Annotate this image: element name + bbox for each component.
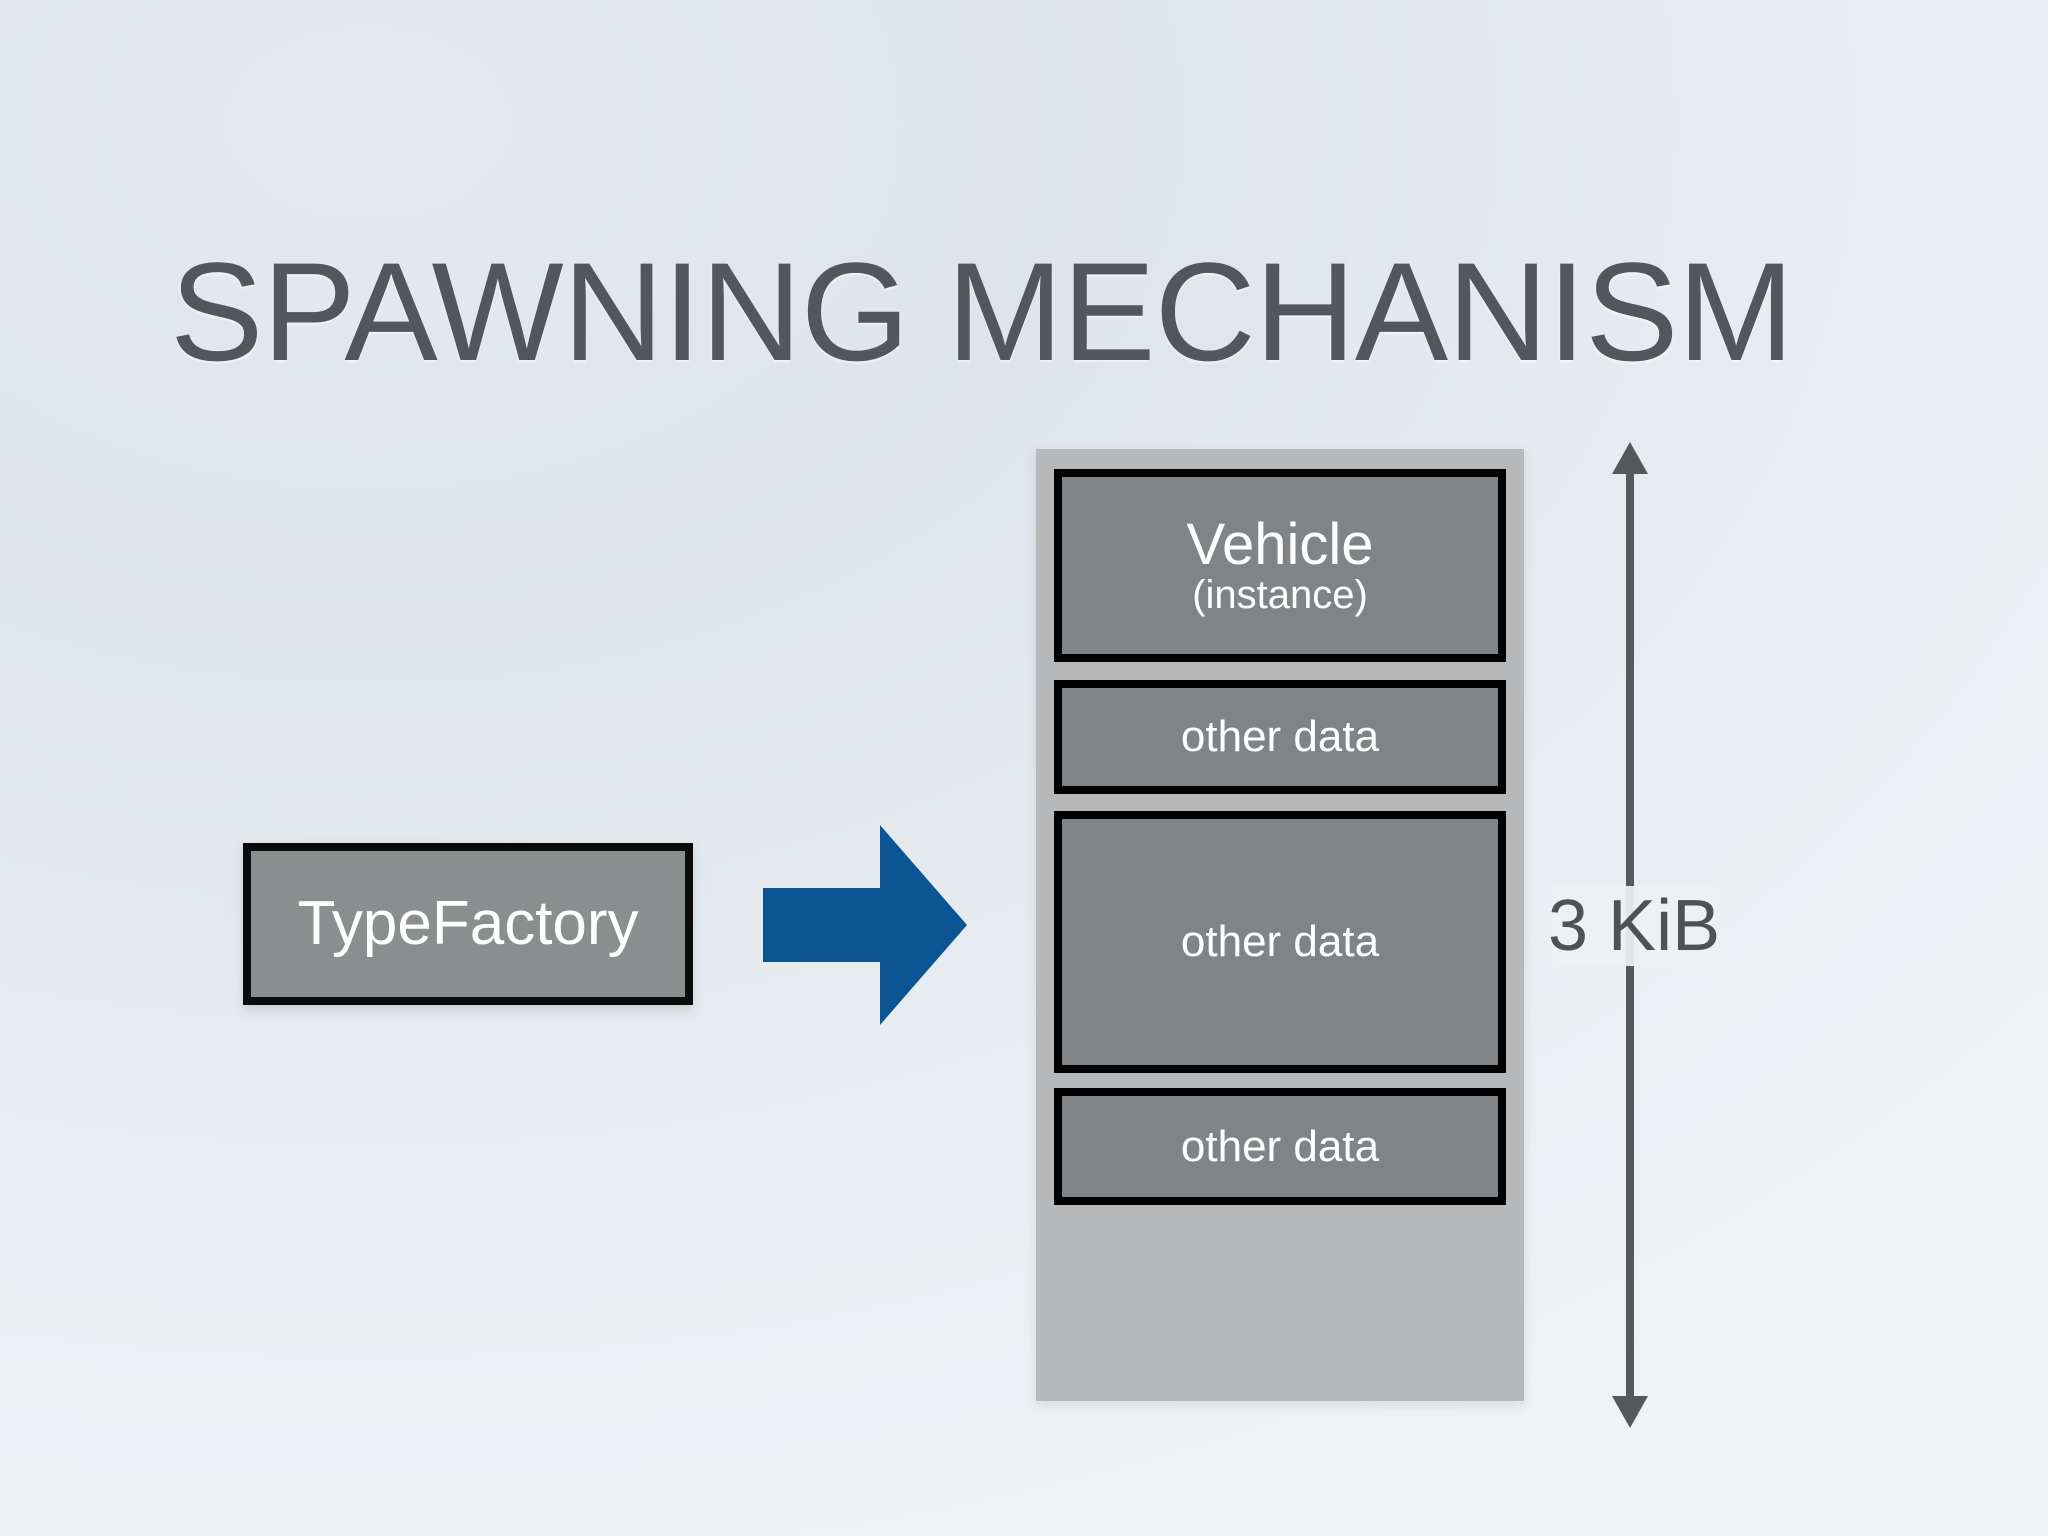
- size-annotation-label: 3 KiB: [1542, 886, 1727, 966]
- memory-block-other-data-3: other data: [1054, 1088, 1506, 1205]
- memory-block-other-data-2: other data: [1054, 811, 1506, 1073]
- memory-block-title: other data: [1180, 1121, 1380, 1171]
- memory-block-title: Vehicle: [1186, 511, 1374, 577]
- memory-block-title: other data: [1180, 712, 1380, 761]
- right-arrow-icon: [760, 820, 970, 1030]
- memory-block-vehicle: Vehicle (instance): [1054, 469, 1506, 662]
- memory-layout-container: Vehicle (instance) other data other data…: [1036, 449, 1524, 1401]
- memory-block-title: other data: [1180, 917, 1380, 966]
- typefactory-box: TypeFactory: [243, 843, 693, 1005]
- typefactory-label: TypeFactory: [297, 889, 639, 958]
- page-title: SPAWNING MECHANISM: [170, 232, 1794, 390]
- memory-block-subtitle: (instance): [1192, 573, 1368, 618]
- memory-block-other-data-1: other data: [1054, 680, 1506, 794]
